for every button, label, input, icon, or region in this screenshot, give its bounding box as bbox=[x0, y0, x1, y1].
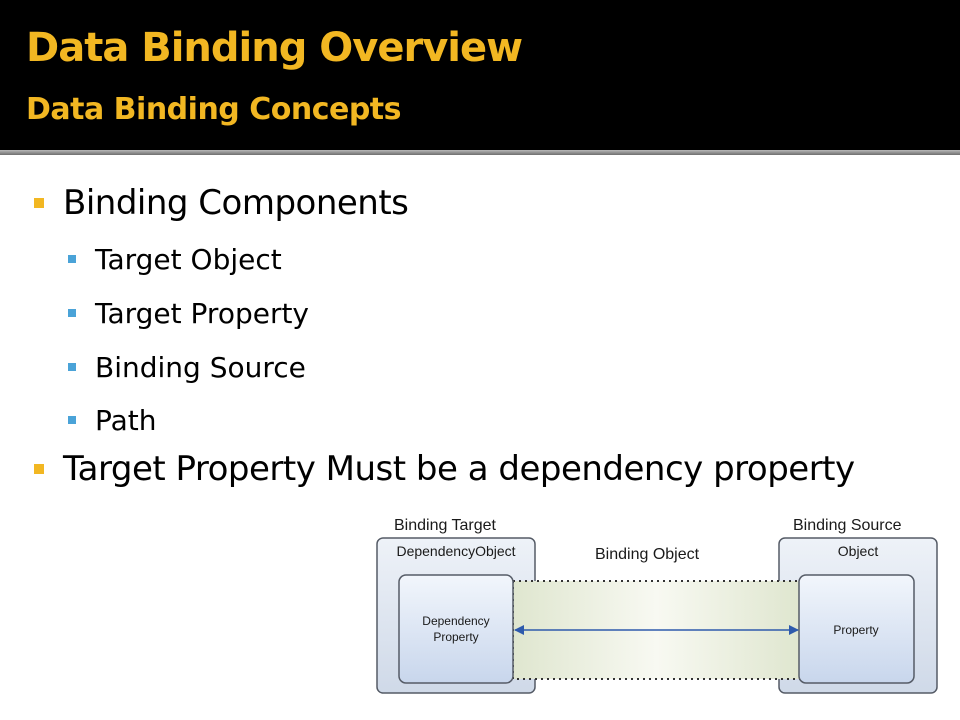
source-object-label: Object bbox=[838, 543, 879, 559]
binding-target-label: Binding Target bbox=[394, 517, 497, 534]
sub-bullet-text: Target Object bbox=[95, 242, 282, 276]
source-property-label: Property bbox=[833, 623, 878, 637]
sub-bullet-marker bbox=[68, 255, 76, 263]
title-bar bbox=[0, 0, 960, 150]
bullet-dependency-property: Target Property Must be a dependency pro… bbox=[34, 447, 855, 491]
slide-title: Data Binding Overview bbox=[26, 25, 523, 71]
sub-bullet-marker bbox=[68, 416, 76, 424]
sub-bullet-marker bbox=[68, 309, 76, 317]
bullet-text: Target Property Must be a dependency pro… bbox=[63, 449, 855, 489]
dependency-property-box bbox=[398, 574, 514, 684]
binding-source-label: Binding Source bbox=[793, 517, 902, 534]
sub-bullet-marker bbox=[68, 363, 76, 371]
bullet-text: Binding Components bbox=[63, 183, 409, 223]
sub-bullet-text: Binding Source bbox=[95, 350, 306, 384]
slide-subtitle: Data Binding Concepts bbox=[26, 92, 402, 127]
source-property-box bbox=[798, 574, 915, 684]
sub-bullet-text: Path bbox=[95, 403, 157, 437]
dependency-object-label: DependencyObject bbox=[396, 543, 515, 559]
title-divider bbox=[0, 150, 960, 155]
bullet-marker bbox=[34, 198, 44, 208]
sub-bullet-binding-source: Binding Source bbox=[68, 348, 306, 386]
binding-diagram: Binding Target Binding Source Binding Ob… bbox=[370, 506, 945, 698]
dependency-property-label-line1: Dependency bbox=[422, 614, 489, 628]
bullet-marker bbox=[34, 464, 44, 474]
bullet-binding-components: Binding Components bbox=[34, 181, 409, 225]
sub-bullet-text: Target Property bbox=[95, 296, 310, 330]
dependency-property-label-line2: Property bbox=[433, 630, 478, 644]
sub-bullet-target-property: Target Property bbox=[68, 294, 309, 332]
sub-bullet-path: Path bbox=[68, 401, 157, 439]
binding-diagram-svg: Binding Target Binding Source Binding Ob… bbox=[376, 517, 938, 694]
binding-object-label: Binding Object bbox=[595, 546, 700, 563]
sub-bullet-target-object: Target Object bbox=[68, 240, 282, 278]
